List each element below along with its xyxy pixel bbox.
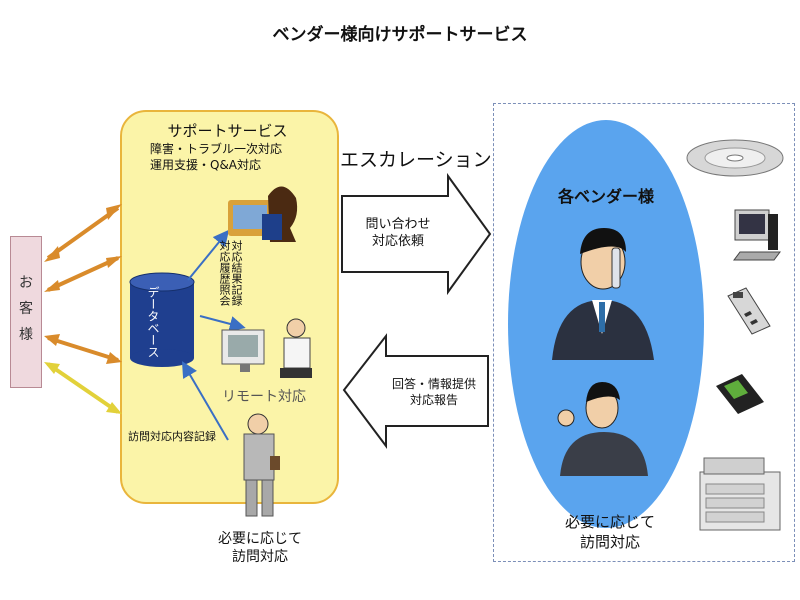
- customer-arrow-2: [44, 256, 122, 292]
- customer-box: [10, 236, 42, 388]
- customer-arrow-3: [44, 334, 122, 364]
- caption-line: 訪問対応: [579, 533, 640, 551]
- response-line: 回答・情報提供: [391, 377, 476, 391]
- customer-label-char: お: [19, 275, 33, 291]
- customer-label-char: 様: [19, 327, 33, 343]
- request-label: 問い合わせ 対応依頼: [350, 216, 446, 250]
- support-desc-line1: 障害・トラブル一次対応: [150, 142, 283, 156]
- customer-label-char: 客: [19, 301, 33, 317]
- result-label: 対応結果記録: [230, 240, 243, 306]
- db-to-remote-arrow: [199, 315, 246, 332]
- customer-arrow-1: [44, 204, 122, 262]
- cd-icon: [686, 139, 784, 177]
- visit-to-db-arrow: [181, 361, 229, 441]
- escalation-arrow: [341, 172, 492, 296]
- caption-line: 必要に応じて: [564, 513, 655, 531]
- response-arrow: [342, 333, 489, 449]
- remote-label: リモート対応: [222, 389, 306, 405]
- caption-line: 必要に応じて: [218, 531, 302, 547]
- caption-line: 訪問対応: [232, 549, 288, 565]
- response-label: 回答・情報提供 対応報告: [384, 376, 484, 408]
- operator-woman-icon: [228, 186, 298, 242]
- vendor-visit-caption: 必要に応じて 訪問対応: [540, 512, 680, 552]
- vendor-staff-icon: [557, 382, 648, 476]
- printer-copier-icon: [699, 457, 781, 531]
- vendor-dashed-box: [493, 103, 795, 562]
- request-line: 対応依頼: [371, 234, 424, 249]
- request-line: 問い合わせ: [365, 217, 431, 232]
- support-visit-caption: 必要に応じて 訪問対応: [200, 530, 320, 566]
- customer-label: お 客 様: [10, 270, 42, 348]
- support-title: サポートサービス: [167, 122, 288, 140]
- database-label: データベース: [146, 286, 160, 358]
- visiting-staff-icon: [243, 413, 280, 517]
- database-cylinder-icon: [129, 272, 195, 367]
- businessman-phone-icon: [552, 228, 654, 360]
- escalation-label: エスカレーション: [340, 149, 492, 171]
- customer-arrow-4: [44, 362, 122, 414]
- card-terminal-icon: [727, 287, 771, 335]
- history-label: 対応履歴照会: [218, 240, 231, 306]
- db-to-operator-arrow: [187, 229, 230, 281]
- remote-support-icon: [221, 318, 312, 378]
- pda-icon: [716, 374, 764, 414]
- page-title: ベンダー様向けサポートサービス: [272, 25, 528, 45]
- visit-record-label: 訪問対応内容記録: [128, 430, 216, 443]
- response-line: 対応報告: [409, 393, 458, 407]
- desktop-computer-icon: [733, 209, 781, 261]
- support-desc-line2: 運用支援・Q&A対応: [150, 158, 262, 172]
- vendor-title: 各ベンダー様: [557, 187, 654, 206]
